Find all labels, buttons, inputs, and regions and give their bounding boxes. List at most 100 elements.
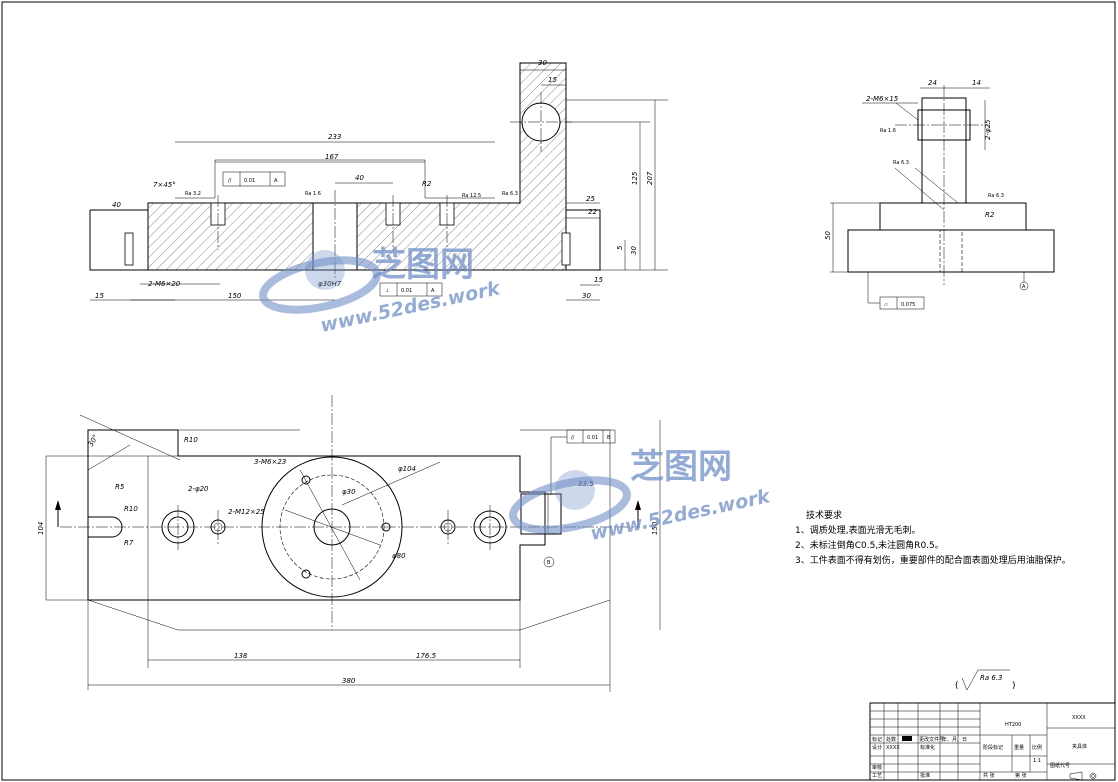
plan-label-r5: R5 (115, 483, 125, 491)
plan-label-r10-top: R10 (184, 436, 198, 444)
gdt-frame-perpendicular: ⊥ 0.01 A (379, 282, 443, 297)
side-dim-14: 14 (972, 79, 981, 87)
label-phi30h7: φ30H7 (318, 280, 342, 288)
svg-text:(: ( (955, 681, 959, 691)
svg-text:比例: 比例 (1032, 744, 1042, 751)
plan-label-r7: R7 (124, 539, 134, 547)
title-code: XXXX (1072, 715, 1086, 721)
tech-req-title: 技术要求 (806, 509, 842, 521)
dim-233: 233 (328, 133, 341, 141)
svg-text://: // (228, 178, 232, 184)
label-ra32: Ra 3.2 (185, 191, 201, 197)
svg-text:图纸代号: 图纸代号 (1050, 762, 1070, 769)
svg-text:▱: ▱ (884, 302, 888, 308)
side-label-r2: R2 (985, 211, 995, 219)
dim-150: 150 (228, 292, 242, 300)
side-view: 24 14 2-M6×15 Ra 1.6 Ra 6.3 Ra 6.3 R2 50… (824, 79, 1055, 310)
svg-text:A: A (274, 178, 278, 184)
plan-label-m12x25: 2-M12×25 (228, 508, 265, 516)
dim-207: 207 (646, 171, 654, 185)
svg-text:A: A (431, 288, 435, 294)
dim-5: 5 (616, 245, 624, 250)
svg-text:更改文件号: 更改文件号 (919, 736, 944, 743)
svg-text:重量: 重量 (1014, 744, 1024, 751)
svg-text:标记: 标记 (872, 736, 882, 743)
plan-label-r10: R10 (124, 505, 138, 513)
svg-text:芝图网: 芝图网 (372, 245, 474, 285)
svg-text:工艺: 工艺 (872, 773, 882, 779)
side-dim-24: 24 (928, 79, 937, 87)
plan-dim-150: 150 (651, 521, 659, 535)
center-bore (313, 508, 351, 546)
label-ra63-front: Ra 6.3 (502, 191, 518, 197)
side-label-ra63-b: Ra 6.3 (988, 193, 1004, 199)
plan-dim-176-5: 176.5 (416, 652, 437, 660)
plan-label-phi104: φ104 (398, 465, 416, 473)
hole-right-large (473, 510, 507, 544)
dim-15-right: 15 (594, 276, 603, 284)
tech-req-item-1: 1、调质处理,表面光滑无毛刺。 (795, 524, 921, 536)
plan-view: R10 30° R5 R10 R7 104 2-φ20 2-M12×25 3-M… (37, 395, 661, 692)
svg-text:审核: 审核 (872, 764, 882, 771)
dim-30-bottom: 30 (582, 292, 591, 300)
svg-text:XXXX: XXXX (886, 745, 900, 751)
svg-text:0.01: 0.01 (401, 288, 412, 294)
svg-text:0.01: 0.01 (244, 178, 255, 184)
plan-outline (87, 429, 546, 601)
svg-text:批准: 批准 (920, 772, 930, 779)
roughness-symbol: ( Ra 6.3 ) (955, 669, 1016, 691)
dim-22: 22 (588, 208, 597, 216)
plan-label-m6x23: 3-M6×23 (254, 458, 286, 466)
svg-text:Ra 6.3: Ra 6.3 (980, 674, 1003, 682)
svg-text:第 张: 第 张 (1015, 772, 1027, 779)
plan-datum-b: B (547, 560, 551, 566)
flange-outer (261, 456, 403, 598)
watermark-2: 芝图网 www.52des.work (509, 447, 773, 545)
svg-text:芝图网: 芝图网 (630, 447, 732, 487)
plan-dim-104: 104 (37, 522, 45, 535)
svg-text:阶段标记: 阶段标记 (983, 744, 1003, 751)
side-datum-a: A (1022, 284, 1026, 290)
label-chamfer: 7×45° (153, 181, 176, 189)
side-label-ra16: Ra 1.6 (880, 128, 896, 134)
svg-text:B: B (607, 435, 611, 441)
plan-dim-138: 138 (234, 652, 248, 660)
tech-req-item-3: 3、工件表面不得有划伤，重要部件的配合面表面处理后用油脂保护。 (795, 554, 1071, 566)
svg-text:): ) (1012, 681, 1016, 691)
dim-15-left: 15 (95, 292, 104, 300)
hole-right-small (440, 519, 456, 535)
svg-text:年、月、日: 年、月、日 (942, 736, 967, 743)
svg-text:www.52des.work: www.52des.work (318, 277, 503, 337)
hole-left-small (210, 519, 226, 535)
title-block: 标记 处数 更改文件号 年、月、日 设计 XXXX 标准化 阶段标记 重量 比例… (869, 702, 1116, 781)
technical-requirements: 技术要求 1、调质处理,表面光滑无毛刺。 2、未标注倒角C0.5,未注圆角R0.… (795, 509, 1071, 566)
svg-text:处数: 处数 (886, 736, 896, 743)
front-section-view: 30 15 233 167 40 40 207 125 25 22 30 15 … (89, 59, 668, 301)
plan-label-30deg: 30° (87, 433, 100, 448)
svg-text://: // (571, 435, 575, 441)
dim-30-right: 30 (630, 246, 638, 255)
plan-label-phi20: 2-φ20 (188, 485, 209, 493)
plan-dim-380: 380 (342, 677, 356, 685)
plan-label-phi80: φ80 (392, 552, 406, 560)
svg-text:标准化: 标准化 (920, 744, 935, 751)
side-label-ra63-a: Ra 6.3 (893, 160, 909, 166)
side-label-phi25: 2-φ25 (984, 119, 992, 140)
dim-125: 125 (631, 171, 639, 185)
label-r2-front: R2 (422, 180, 432, 188)
label-ra125: Ra 12.5 (462, 193, 481, 199)
svg-text:设计: 设计 (872, 744, 882, 751)
dim-167: 167 (325, 153, 339, 161)
title-part-name: 夹具体 (1072, 743, 1087, 750)
title-material: HT200 (1005, 722, 1021, 728)
side-dim-50: 50 (824, 231, 832, 240)
tech-req-item-2: 2、未标注倒角C0.5,未注圆角R0.5。 (795, 539, 944, 551)
title-scale: 1:1 (1033, 758, 1041, 764)
label-ra16: Ra 1.6 (305, 191, 321, 197)
dim-30-top: 30 (538, 59, 547, 67)
dim-25: 25 (586, 195, 595, 203)
svg-text:www.52des.work: www.52des.work (588, 485, 773, 545)
svg-text:⊥: ⊥ (385, 288, 389, 294)
